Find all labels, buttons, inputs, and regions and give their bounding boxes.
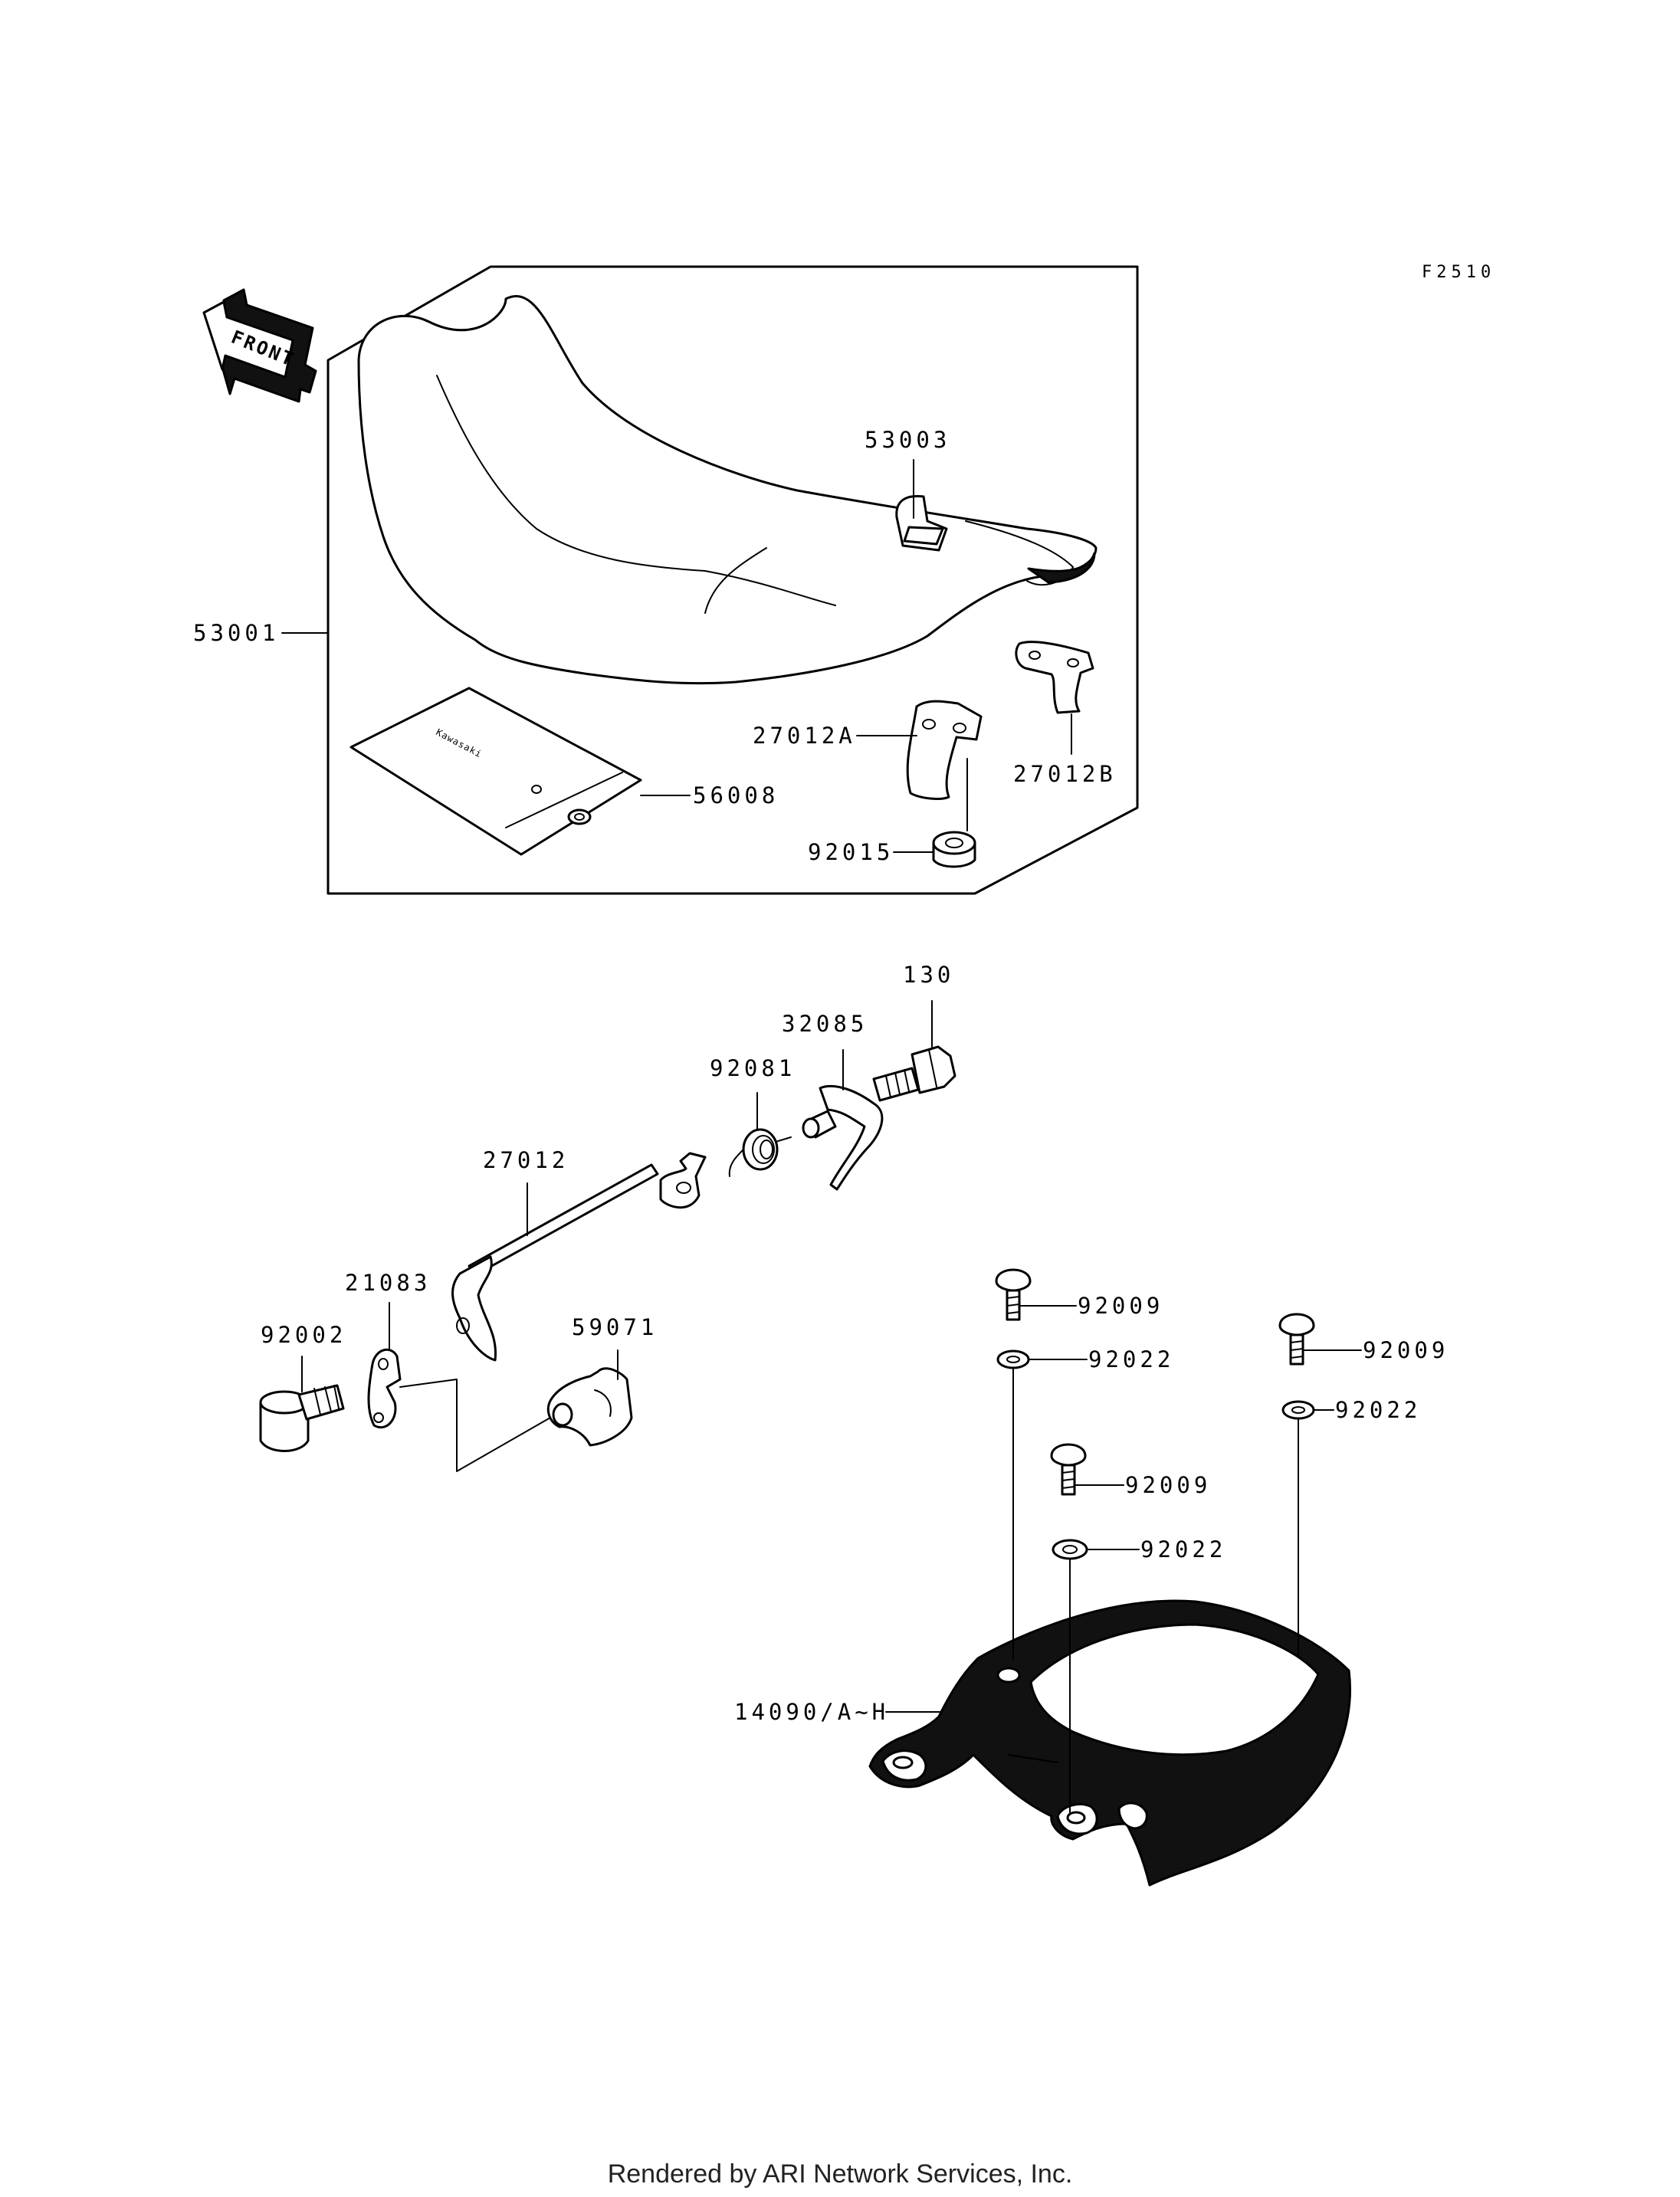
label-27012A[interactable]: 27012A	[753, 723, 856, 749]
lever-21083	[367, 1255, 497, 1429]
label-92009-c[interactable]: 92009	[1125, 1472, 1211, 1498]
washer-92022-b	[1281, 1400, 1315, 1420]
bracket-27012A	[906, 700, 983, 800]
label-92022-a[interactable]: 92022	[1088, 1346, 1174, 1372]
bracket-27012B	[1015, 641, 1094, 714]
bolt-92002	[259, 1384, 345, 1452]
bracket-32085	[802, 1085, 884, 1191]
leader-21083-group	[399, 1379, 551, 1472]
screw-92009-b	[1278, 1313, 1315, 1366]
front-arrow-icon: FRONT	[202, 288, 317, 403]
spring-92081	[728, 1128, 792, 1177]
stopper-59071	[546, 1367, 633, 1447]
label-92009-a[interactable]: 92009	[1078, 1293, 1163, 1319]
leader-lines	[281, 459, 1362, 1814]
diagram-code: F2510	[1422, 263, 1495, 282]
label-92022-b[interactable]: 92022	[1335, 1397, 1421, 1423]
tail-cover-14090	[868, 1599, 1351, 1887]
label-14090[interactable]: 14090/A~H	[734, 1699, 889, 1725]
label-59071[interactable]: 59071	[572, 1314, 658, 1340]
screw-92009-c	[1050, 1443, 1087, 1496]
label-92015[interactable]: 92015	[808, 839, 894, 865]
bolt-130	[872, 1045, 956, 1102]
washer-92022-a	[996, 1349, 1030, 1369]
label-53001[interactable]: 53001	[193, 620, 279, 646]
label-56008[interactable]: 56008	[693, 782, 779, 808]
seat-tab-53003	[895, 494, 948, 552]
label-92022-c[interactable]: 92022	[1140, 1536, 1226, 1562]
screw-92009-a	[995, 1268, 1032, 1321]
label-27012[interactable]: 27012	[483, 1147, 569, 1173]
nut-92015	[932, 831, 976, 868]
label-92002[interactable]: 92002	[261, 1322, 346, 1348]
label-53003[interactable]: 53003	[865, 427, 950, 453]
label-32085[interactable]: 32085	[782, 1011, 868, 1037]
label-92081[interactable]: 92081	[710, 1055, 796, 1081]
label-21083[interactable]: 21083	[345, 1270, 431, 1296]
seat-group-frame	[326, 265, 1139, 895]
label-27012B[interactable]: 27012B	[1013, 761, 1117, 787]
label-92009-b[interactable]: 92009	[1363, 1337, 1449, 1363]
footer-credit: Rendered by ARI Network Services, Inc.	[608, 2159, 1073, 2189]
washer-92022-c	[1052, 1539, 1088, 1560]
seat-53001	[357, 295, 1098, 685]
decal-56008: Kawasaki	[349, 687, 642, 856]
label-130[interactable]: 130	[903, 962, 954, 988]
